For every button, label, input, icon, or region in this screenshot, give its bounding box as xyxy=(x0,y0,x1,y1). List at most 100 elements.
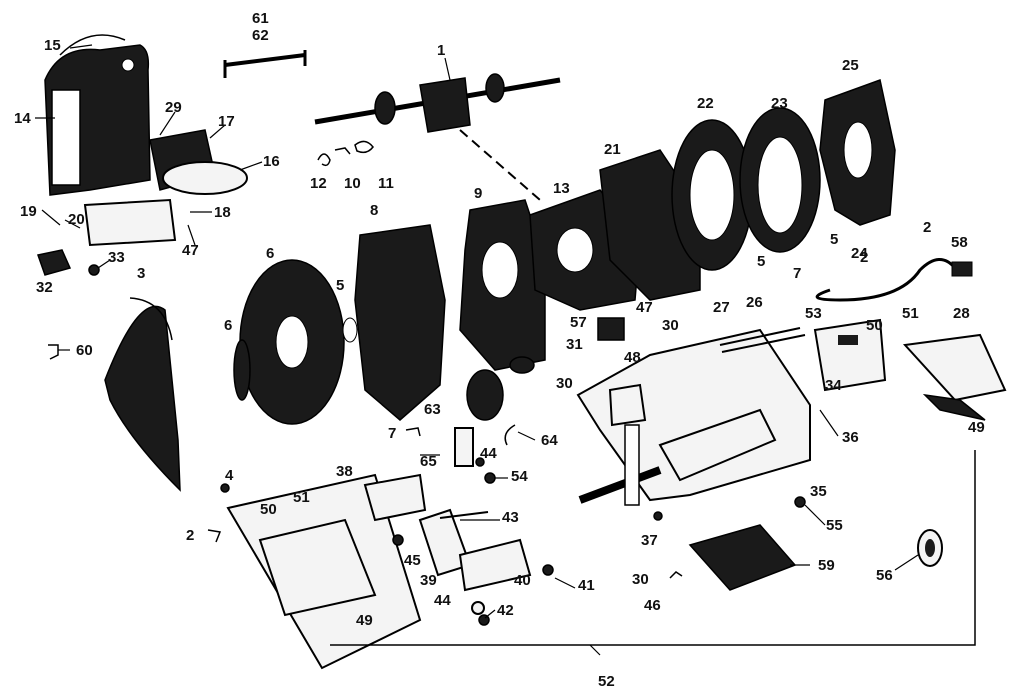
callout-35: 35 xyxy=(810,483,827,500)
callout-30: 30 xyxy=(662,317,679,334)
switch-57-part xyxy=(597,317,625,341)
arbor-washer-part xyxy=(233,339,251,401)
mounting-bracket-part xyxy=(83,198,177,247)
callout-7: 7 xyxy=(388,425,396,442)
callout-51: 51 xyxy=(902,305,919,322)
callout-40: 40 xyxy=(514,572,531,589)
callout-60: 60 xyxy=(76,342,93,359)
callout-5: 5 xyxy=(336,277,344,294)
callout-20: 20 xyxy=(68,211,85,228)
base-pad-part xyxy=(688,524,797,591)
callout-39: 39 xyxy=(420,572,437,589)
callout-50: 50 xyxy=(260,501,277,518)
callout-18: 18 xyxy=(214,204,231,221)
callout-33: 33 xyxy=(108,249,125,266)
leader-lines xyxy=(35,44,919,656)
label-plate-right-part xyxy=(902,333,1007,421)
part-52-bracket-line xyxy=(330,450,976,646)
callout-34: 34 xyxy=(825,377,842,394)
callout-64: 64 xyxy=(541,432,558,449)
callout-54: 54 xyxy=(511,468,528,485)
callout-10: 10 xyxy=(344,175,361,192)
callout-29: 29 xyxy=(165,99,182,116)
callout-labels: 1 2 2 2 3 4 5 5 5 6 6 7 7 8 9 10 11 12 1… xyxy=(14,10,985,690)
callout-51: 51 xyxy=(293,489,310,506)
callout-58: 58 xyxy=(951,234,968,251)
callout-2: 2 xyxy=(860,249,868,266)
callout-11: 11 xyxy=(378,175,394,192)
callout-42: 42 xyxy=(497,602,514,619)
callout-22: 22 xyxy=(697,95,714,112)
callout-1: 1 xyxy=(437,42,445,59)
callout-38: 38 xyxy=(336,463,353,480)
callout-24: 24 xyxy=(851,245,868,262)
callout-61: 61 xyxy=(252,10,269,27)
callout-5: 5 xyxy=(757,253,765,270)
callout-5: 5 xyxy=(830,231,838,248)
rail-parts xyxy=(719,327,806,353)
callout-36: 36 xyxy=(842,429,859,446)
callout-31: 31 xyxy=(566,336,583,353)
screws-parts xyxy=(207,424,806,626)
blade-23-part xyxy=(739,107,821,253)
plate-34-part xyxy=(813,318,887,392)
callout-57: 57 xyxy=(570,314,587,331)
callout-27: 27 xyxy=(713,299,730,316)
callout-48: 48 xyxy=(624,349,641,366)
callout-37: 37 xyxy=(641,532,658,549)
callout-44: 44 xyxy=(480,445,497,462)
saw-blade-part xyxy=(239,259,345,425)
brush-holder-part xyxy=(466,356,535,421)
bracket-39-40-part xyxy=(418,508,532,592)
callout-44: 44 xyxy=(434,592,451,609)
callout-62: 62 xyxy=(252,27,269,44)
switch-part xyxy=(37,249,100,276)
guard-plate-part xyxy=(149,129,248,195)
callout-16: 16 xyxy=(263,153,280,170)
callout-45: 45 xyxy=(404,552,421,569)
callout-26: 26 xyxy=(746,294,763,311)
callout-9: 9 xyxy=(474,185,482,202)
callout-15: 15 xyxy=(44,37,61,54)
callout-32: 32 xyxy=(36,279,53,296)
callout-56: 56 xyxy=(876,567,893,584)
callout-41: 41 xyxy=(578,577,595,594)
callout-47: 47 xyxy=(182,242,199,259)
callout-59: 59 xyxy=(818,557,835,574)
callout-12: 12 xyxy=(310,175,327,192)
callout-50: 50 xyxy=(866,317,883,334)
base-part xyxy=(576,328,811,506)
bracket-38-part xyxy=(363,473,427,522)
wheel-guard-part xyxy=(104,297,181,492)
callout-13: 13 xyxy=(553,180,570,197)
callout-4: 4 xyxy=(225,467,234,484)
callout-30: 30 xyxy=(632,571,649,588)
callout-25: 25 xyxy=(842,57,859,74)
callout-49: 49 xyxy=(356,612,373,629)
power-cord-part xyxy=(815,258,973,302)
knob-part xyxy=(917,529,943,567)
callout-43: 43 xyxy=(502,509,519,526)
callout-21: 21 xyxy=(604,141,621,158)
outer-guard-25-part xyxy=(819,79,896,226)
callout-14: 14 xyxy=(14,110,31,127)
small-fastener-parts xyxy=(317,140,374,167)
assembly-guide-line xyxy=(459,129,541,201)
guard-rod-part xyxy=(223,50,307,78)
label-plate-left-part xyxy=(226,473,422,670)
bolt-60-part xyxy=(48,344,59,360)
callout-6: 6 xyxy=(266,245,274,262)
blade-cover-part xyxy=(342,224,446,421)
callout-49: 49 xyxy=(968,419,985,436)
callout-3: 3 xyxy=(137,265,145,282)
callout-28: 28 xyxy=(953,305,970,322)
blade-guard-22-part xyxy=(671,119,753,271)
callout-2: 2 xyxy=(923,219,931,236)
callout-17: 17 xyxy=(218,113,235,130)
callout-55: 55 xyxy=(826,517,843,534)
callout-30: 30 xyxy=(556,375,573,392)
callout-8: 8 xyxy=(370,202,378,219)
callout-63: 63 xyxy=(424,401,441,418)
callout-7: 7 xyxy=(793,265,801,282)
